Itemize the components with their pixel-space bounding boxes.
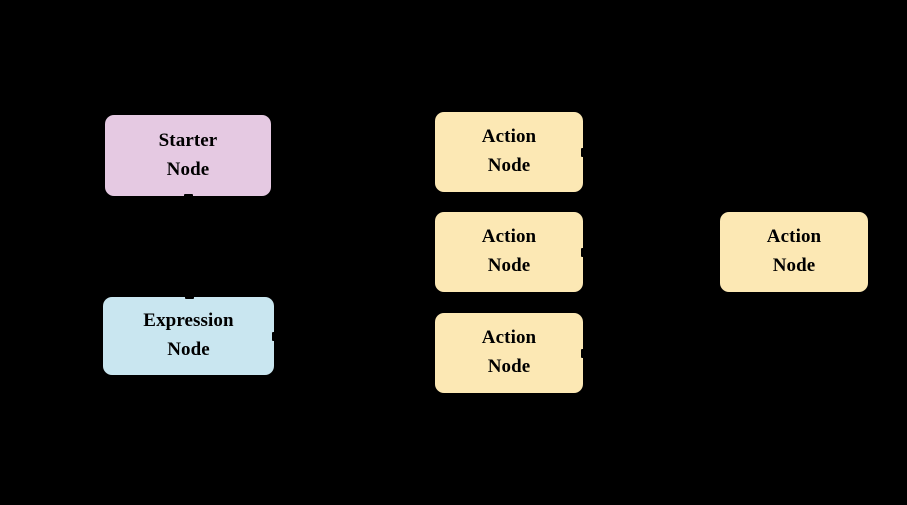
connector-port-bottom-icon[interactable] (184, 194, 193, 198)
connector-port-right-icon[interactable] (581, 248, 586, 257)
edge-expression-to-action-3 (273, 335, 436, 359)
connector-port-right-icon[interactable] (272, 332, 277, 341)
node-expression-node[interactable]: Expression Node (103, 296, 277, 375)
node-label: Action Node (481, 226, 537, 276)
connector-port-right-icon[interactable] (581, 148, 586, 157)
node-label: Action Node (481, 327, 537, 377)
edge-expression-to-action-2 (273, 246, 436, 337)
node-action-node-3[interactable]: Action Node (435, 313, 586, 393)
connector-port-top-icon[interactable] (184, 296, 194, 299)
connector-port-right-icon[interactable] (581, 349, 586, 358)
edge-action-1-to-action-4 (582, 151, 721, 258)
node-action-node-1[interactable]: Action Node (435, 112, 586, 192)
edge-expression-to-action-1 (273, 146, 436, 337)
node-starter-node[interactable]: Starter Node (105, 115, 271, 198)
node-label: Starter Node (158, 129, 218, 180)
node-label: Expression Node (143, 310, 234, 360)
node-label: Action Node (481, 126, 537, 176)
node-label: Action Node (766, 226, 822, 276)
edge-action-3-to-action-4 (582, 246, 721, 354)
node-action-node-4[interactable]: Action Node (720, 212, 868, 292)
node-action-node-2[interactable]: Action Node (435, 212, 586, 292)
